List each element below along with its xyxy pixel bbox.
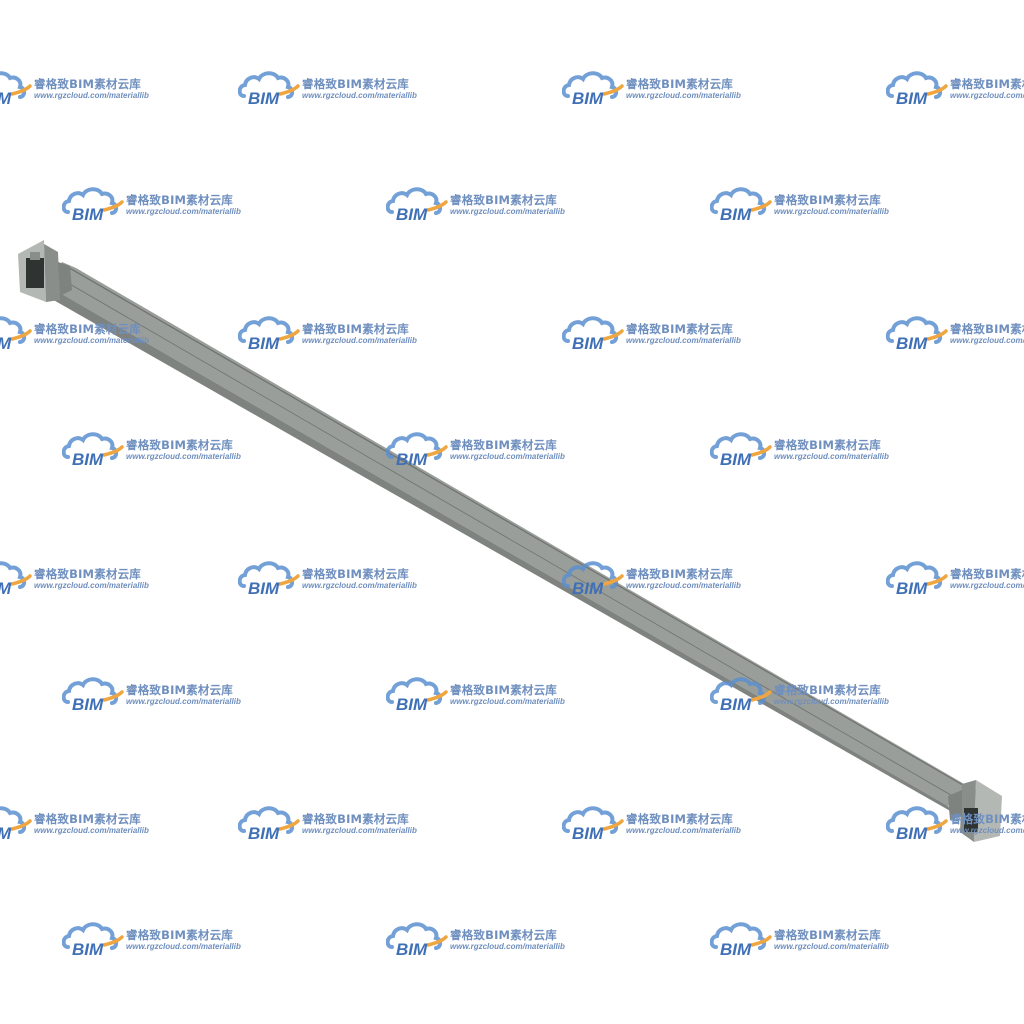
left-collar [58,262,72,296]
left-actuator [26,258,44,288]
duct-mid-line [55,275,957,799]
right-actuator [964,808,978,832]
left-flange-inner [44,244,60,302]
duct-side-face [48,286,952,812]
right-flange [974,780,1002,842]
right-collar [948,790,962,820]
duct-top-face [48,262,978,806]
duct-upper-edge [65,265,969,789]
left-actuator-cap [30,252,40,260]
